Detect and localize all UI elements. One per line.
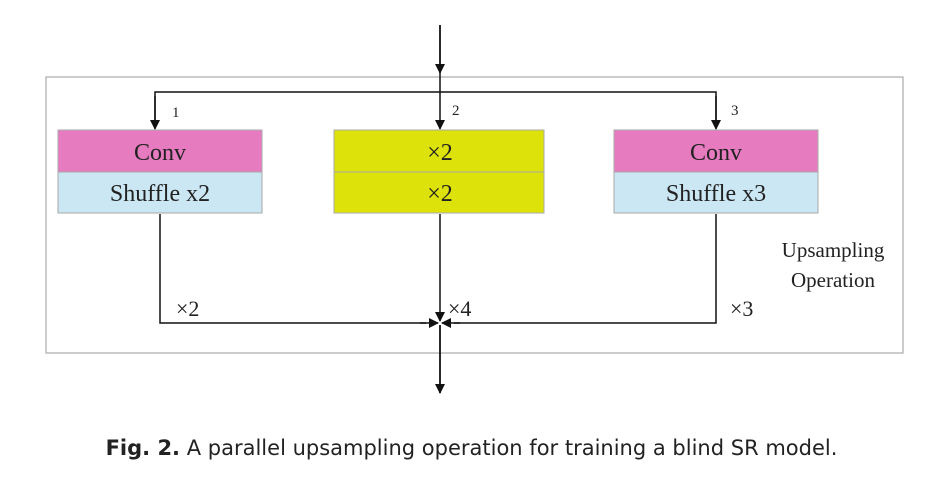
branch-2-number: 2 <box>452 103 460 119</box>
upsampling-operation-container <box>45 76 904 354</box>
branch-1-shuffle-label: Shuffle x2 <box>110 181 210 207</box>
figure-caption: Fig. 2. A parallel upsampling operation … <box>0 436 943 460</box>
figure-label: Fig. 2. <box>105 436 181 460</box>
branch-2-upsample-block-2 <box>333 171 545 214</box>
branch-1-conv-label: Conv <box>134 140 186 166</box>
branch-3-conv-block <box>613 129 819 173</box>
branch-1-number: 1 <box>172 105 180 121</box>
branch-2-scale-label: ×4 <box>448 296 471 321</box>
branch-2-upsample-block-1 <box>333 129 545 173</box>
branch-3-scale-label: ×3 <box>730 296 753 321</box>
branch-3-output-line <box>454 214 717 324</box>
split-line <box>154 91 717 120</box>
branch-1-conv-block <box>57 129 263 173</box>
branch-2-upsample-label-2: ×2 <box>427 181 453 207</box>
operation-label-line1: Upsampling <box>782 238 885 262</box>
operation-label-line2: Operation <box>791 268 875 292</box>
branch-2-upsample-label-1: ×2 <box>427 140 453 166</box>
branch-1-output-line <box>159 214 426 324</box>
branch-1-scale-label: ×2 <box>176 296 199 321</box>
branch-3-shuffle-label: Shuffle x3 <box>666 181 766 207</box>
branch-3-shuffle-block <box>613 171 819 214</box>
branch-1-shuffle-block <box>57 171 263 214</box>
branch-3-conv-label: Conv <box>690 140 742 166</box>
figure-caption-text: A parallel upsampling operation for trai… <box>186 436 838 460</box>
branch-3-number: 3 <box>731 103 739 119</box>
